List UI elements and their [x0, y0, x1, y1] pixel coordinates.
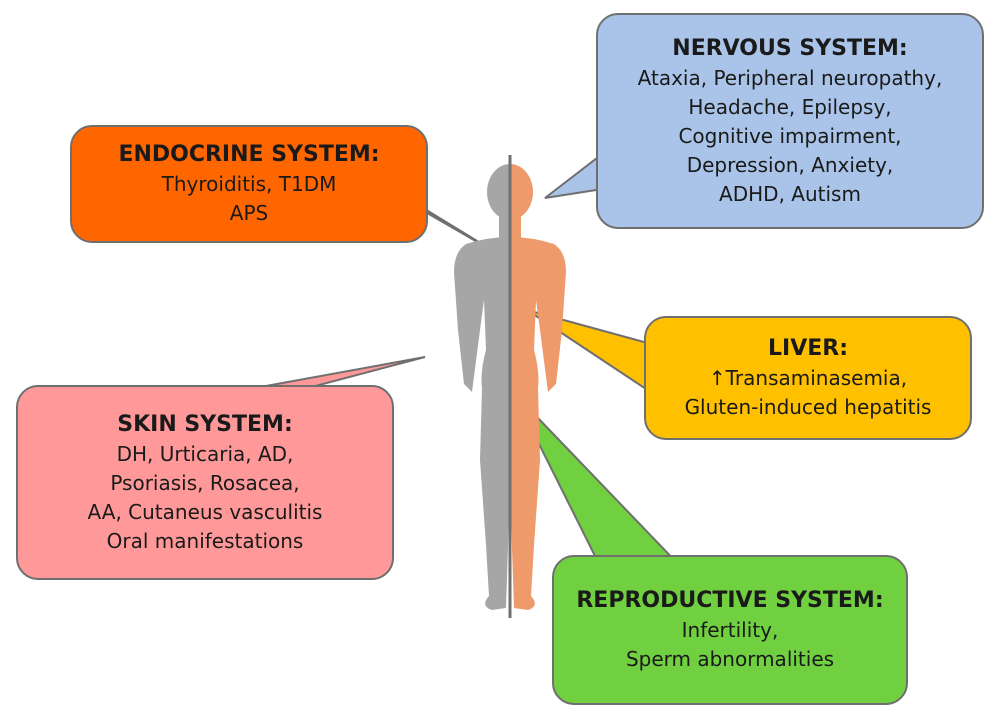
skin-system-title: SKIN SYSTEM:: [117, 411, 293, 437]
reproductive-system-title: REPRODUCTIVE SYSTEM:: [576, 588, 884, 613]
endocrine-system-box: ENDOCRINE SYSTEM: Thyroiditis, T1DM APS: [70, 125, 428, 243]
nervous-system-box: NERVOUS SYSTEM: Ataxia, Peripheral neuro…: [596, 13, 984, 229]
skin-system-line: Oral manifestations: [106, 528, 304, 553]
skin-system-line: Psoriasis, Rosacea,: [110, 470, 300, 495]
liver-title: LIVER:: [768, 336, 848, 361]
skin-system-box: SKIN SYSTEM: DH, Urticaria, AD, Psoriasi…: [16, 385, 394, 580]
nervous-system-line: Headache, Epilepsy,: [688, 94, 892, 119]
endocrine-system-title: ENDOCRINE SYSTEM:: [118, 142, 380, 167]
nervous-system-line: Ataxia, Peripheral neuropathy,: [637, 65, 943, 90]
nervous-system-line: Depression, Anxiety,: [686, 152, 894, 177]
nervous-system-title: NERVOUS SYSTEM:: [672, 35, 908, 61]
endocrine-system-line: APS: [229, 201, 269, 225]
skin-system-line: DH, Urticaria, AD,: [116, 441, 294, 466]
nervous-system-line: ADHD, Autism: [719, 181, 861, 206]
reproductive-system-line: Sperm abnormalities: [625, 647, 835, 671]
reproductive-system-box: REPRODUCTIVE SYSTEM: Infertility, Sperm …: [552, 555, 908, 705]
reproductive-system-line: Infertility,: [681, 618, 779, 642]
nervous-system-line: Cognitive impairment,: [678, 123, 902, 148]
endocrine-system-line: Thyroiditis, T1DM: [161, 172, 337, 196]
liver-line: ↑Transaminasemia,: [708, 366, 908, 390]
liver-line: Gluten-induced hepatitis: [684, 395, 932, 419]
liver-box: LIVER: ↑Transaminasemia, Gluten-induced …: [644, 316, 972, 440]
skin-system-line: AA, Cutaneus vasculitis: [87, 499, 323, 524]
